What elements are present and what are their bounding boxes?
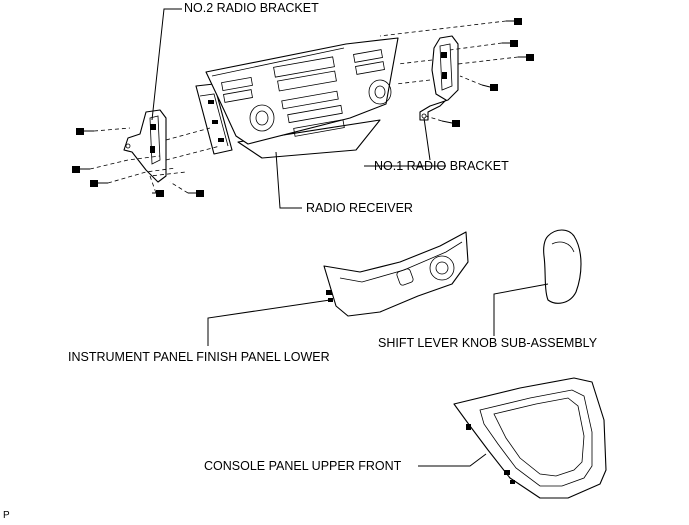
assembly-lines (89, 20, 519, 194)
label-radio-receiver: RADIO RECEIVER (306, 201, 413, 215)
no2-radio-bracket (123, 109, 167, 183)
instrument-panel-finish-panel-lower (323, 231, 469, 317)
screw-icon (76, 128, 94, 135)
screw-icon (152, 190, 164, 197)
screw-icon (502, 40, 518, 47)
screw-icon (90, 180, 108, 187)
screw-icon (72, 166, 90, 173)
screw-icon (188, 190, 204, 197)
console-panel-upper-front (453, 377, 607, 499)
screw-icon (441, 120, 460, 127)
label-instrument-panel-finish-panel-lower: INSTRUMENT PANEL FINISH PANEL LOWER (68, 350, 330, 364)
shift-lever-knob (543, 229, 582, 304)
label-shift-lever-knob: SHIFT LEVER KNOB SUB-ASSEMBLY (378, 336, 598, 350)
radio-receiver (195, 37, 399, 159)
screw-icon (481, 84, 498, 91)
label-no1-radio-bracket: NO.1 RADIO BRACKET (374, 159, 509, 173)
screw-icon (518, 54, 534, 61)
label-console-panel-upper-front: CONSOLE PANEL UPPER FRONT (204, 459, 402, 473)
no1-radio-bracket (419, 35, 459, 121)
label-no2-radio-bracket: NO.2 RADIO BRACKET (184, 1, 319, 15)
screw-icon (506, 18, 522, 25)
leader-lines (151, 8, 549, 467)
screws (72, 18, 534, 197)
corner-mark: P (3, 510, 10, 521)
